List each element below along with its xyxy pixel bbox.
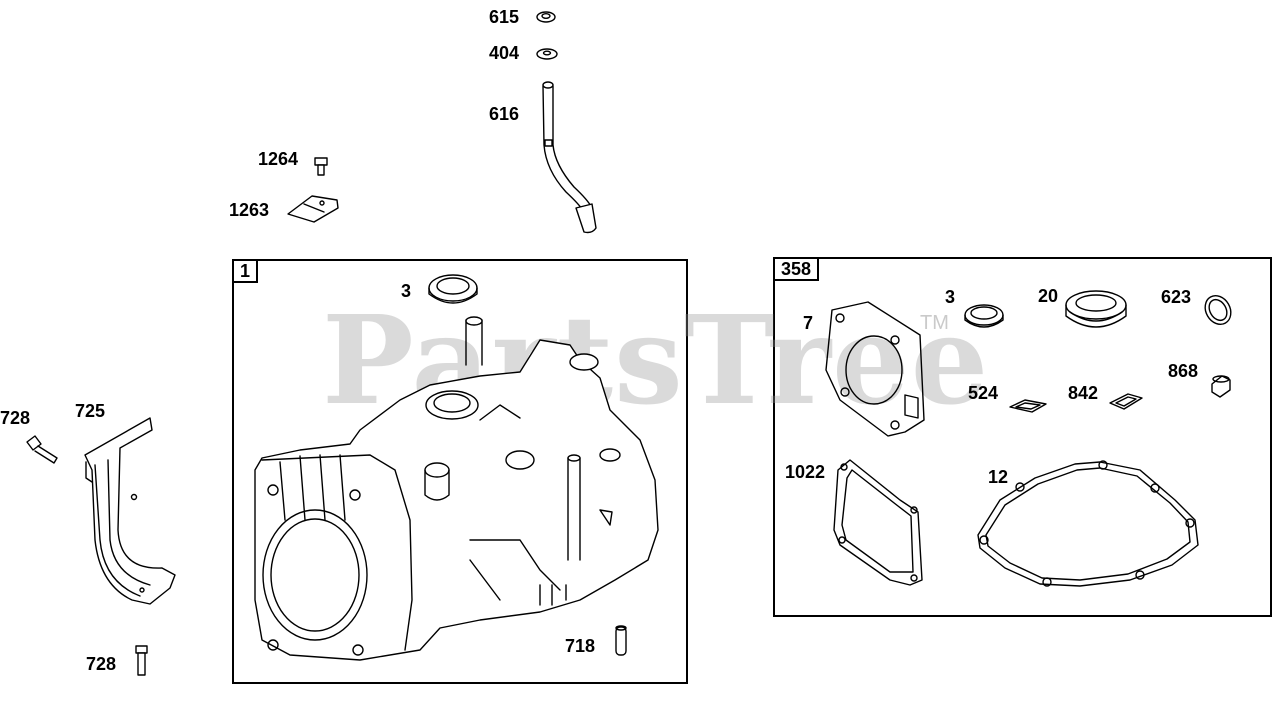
callout-728-upper: 728 (0, 408, 31, 428)
callout-728-lower: 728 (86, 654, 117, 674)
callout-20: 20 (1038, 286, 1059, 306)
part-725-shield[interactable] (84, 417, 176, 605)
part-842-gasket[interactable] (1109, 393, 1143, 410)
callout-404: 404 (489, 43, 520, 63)
callout-1264: 1264 (258, 149, 299, 169)
callout-524: 524 (968, 383, 999, 403)
callout-1022: 1022 (785, 462, 826, 482)
part-868-valve-seal[interactable] (1211, 375, 1231, 398)
assembly-frame-1: 1 (232, 259, 688, 684)
assembly-frame-358: 358 (773, 257, 1272, 617)
part-20-oil-seal[interactable] (1065, 290, 1127, 328)
part-728-bolt-lower[interactable] (135, 645, 148, 676)
callout-616: 616 (489, 104, 520, 124)
part-404-washer[interactable] (536, 48, 558, 60)
part-1264-screw[interactable] (314, 157, 328, 176)
assembly-tag-358: 358 (773, 257, 820, 281)
callout-868: 868 (1168, 361, 1199, 381)
part-524-gasket[interactable] (1009, 399, 1047, 413)
part-623-o-ring[interactable] (1200, 291, 1236, 329)
part-1-short-block[interactable] (254, 316, 659, 661)
part-1022-cover-gasket[interactable] (833, 459, 923, 586)
callout-3-kit: 3 (945, 287, 956, 307)
callout-615: 615 (489, 7, 520, 27)
callout-623: 623 (1161, 287, 1192, 307)
part-718-dowel-pin[interactable] (615, 625, 627, 656)
callout-842: 842 (1068, 383, 1099, 403)
part-3-oil-seal[interactable] (428, 274, 478, 304)
part-12-crankcase-gasket[interactable] (977, 460, 1199, 587)
callout-725: 725 (75, 401, 106, 421)
part-616-dipstick-tube[interactable] (542, 81, 597, 234)
part-728-bolt-upper[interactable] (26, 435, 58, 464)
trademark-symbol: TM (920, 312, 949, 334)
part-3-oil-seal-kit[interactable] (964, 304, 1004, 328)
part-615-nut[interactable] (536, 11, 556, 23)
callout-1263: 1263 (229, 200, 270, 220)
callout-3-block: 3 (401, 281, 412, 301)
callout-7: 7 (803, 313, 814, 333)
callout-718: 718 (565, 636, 596, 656)
callout-12: 12 (988, 467, 1009, 487)
part-7-head-gasket[interactable] (825, 301, 925, 437)
assembly-tag-1: 1 (232, 259, 259, 283)
part-1263-bracket[interactable] (287, 195, 339, 223)
